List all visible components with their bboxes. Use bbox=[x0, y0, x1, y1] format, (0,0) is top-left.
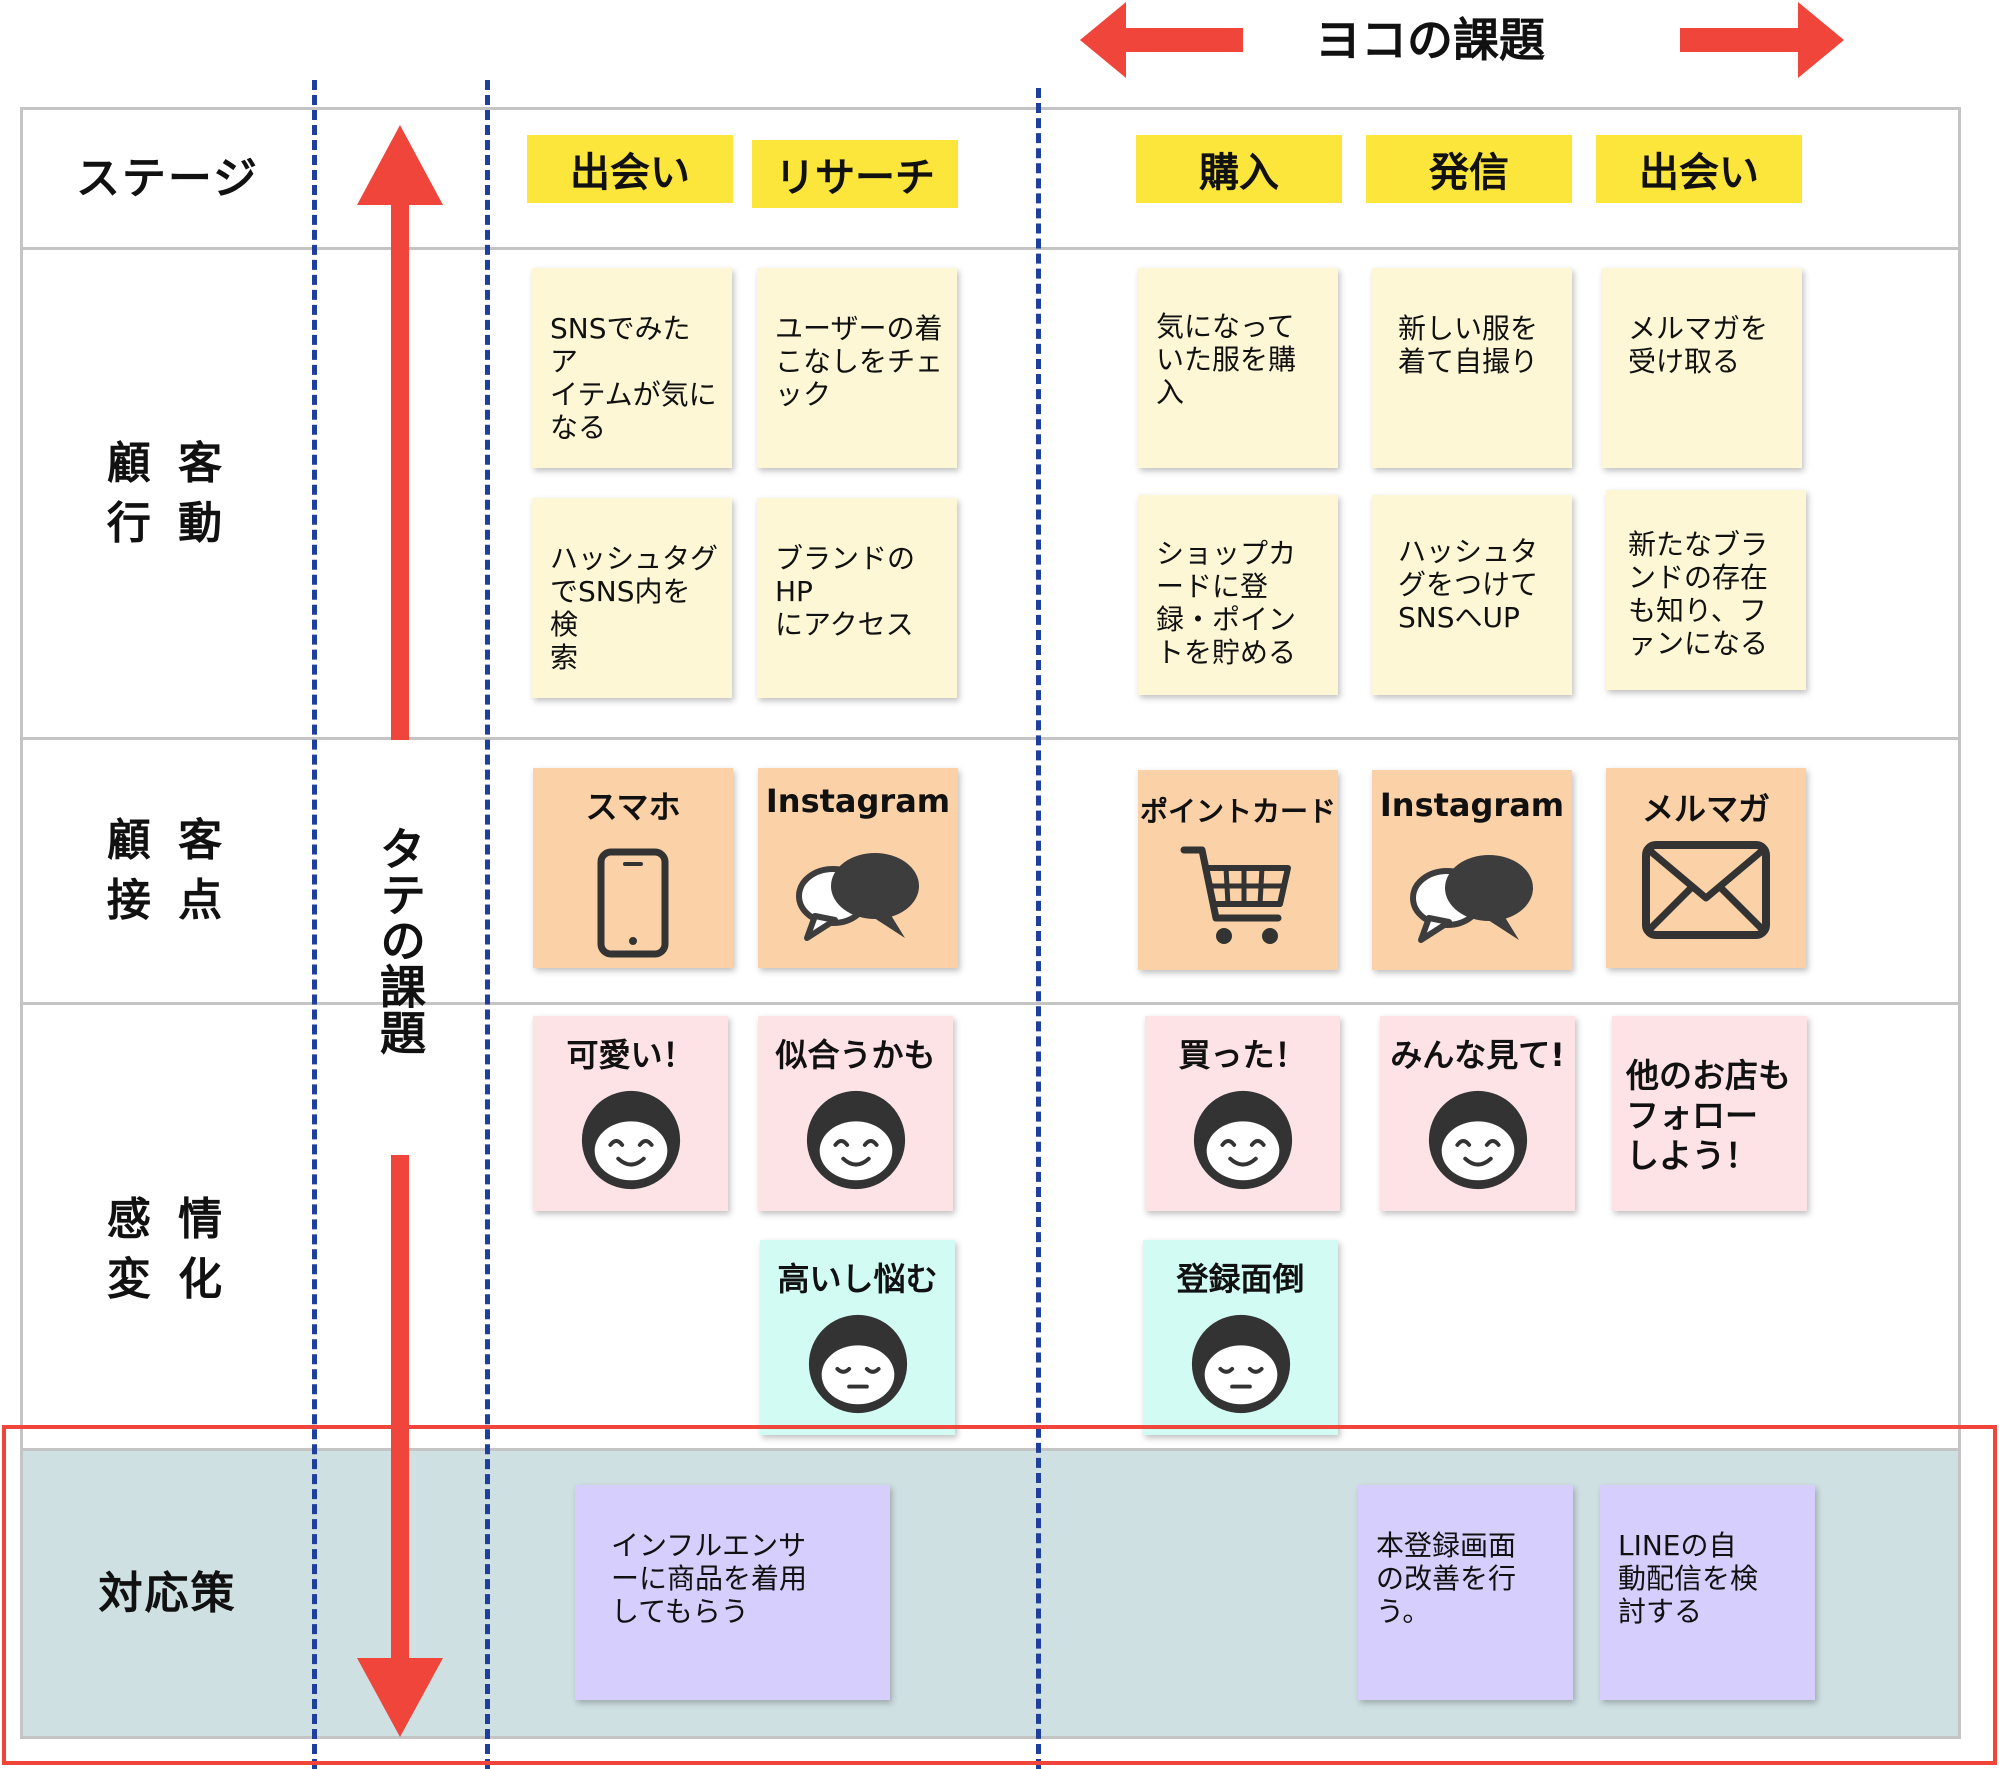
row-label-measures: 対応策 bbox=[98, 1567, 237, 1619]
grid-row-divider bbox=[20, 1448, 1961, 1451]
row-label-emotion-change: 感 情 変 化 bbox=[106, 1194, 229, 1305]
row-label-stage: ステージ bbox=[75, 152, 260, 204]
shopping-cart-icon bbox=[1138, 836, 1338, 956]
emotion-note-follow: 他のお店も フォロー しよう！ bbox=[1612, 1016, 1807, 1211]
row-label-customer-behavior: 顧 客 行 動 bbox=[106, 437, 229, 549]
happy-face-icon bbox=[1380, 1086, 1575, 1194]
emotion-note-negative: 登録面倒 bbox=[1143, 1240, 1338, 1435]
touchpoint-label: Instagram bbox=[1379, 786, 1565, 824]
measure-note: 本登録画面 の改善を行 う。 bbox=[1358, 1485, 1573, 1700]
behavior-note: ハッシュタ グをつけて SNSへUP bbox=[1372, 495, 1572, 695]
emotion-label: 可愛い！ bbox=[566, 1036, 695, 1074]
grid-row-divider bbox=[20, 247, 1961, 250]
grid-right-border bbox=[1958, 107, 1961, 1739]
vertical-issue-label: タテの課題 bbox=[373, 825, 427, 1055]
grid-top-border bbox=[20, 107, 1961, 110]
behavior-note: 新たなブラ ンドの存在 も知り、フ ァンになる bbox=[1606, 490, 1806, 690]
stage-encounter-2: 出会い bbox=[1596, 135, 1802, 203]
emotion-label: 登録面倒 bbox=[1176, 1260, 1305, 1298]
stage-share: 発信 bbox=[1366, 135, 1572, 203]
touchpoint-label: ポイントカード bbox=[1139, 795, 1336, 828]
emotion-label: 買った！ bbox=[1178, 1036, 1307, 1074]
horizontal-arrow-right bbox=[1680, 2, 1844, 78]
emotion-note-negative: 高いし悩む bbox=[760, 1240, 955, 1435]
grid-bottom-border bbox=[20, 1736, 1961, 1739]
sleepy-face-icon bbox=[760, 1310, 955, 1418]
emotion-label: 高いし悩む bbox=[777, 1260, 938, 1298]
touchpoint-note-instagram: Instagram bbox=[758, 768, 958, 968]
grid-row-divider bbox=[20, 1002, 1961, 1005]
measure-note: LINEの自 動配信を検 討する bbox=[1600, 1485, 1815, 1700]
speech-bubbles-icon bbox=[1372, 848, 1572, 948]
happy-face-icon bbox=[758, 1086, 953, 1194]
dashed-divider-center bbox=[485, 80, 490, 1769]
vertical-arrow bbox=[357, 125, 443, 1737]
emotion-label: みんな見て! bbox=[1390, 1036, 1565, 1074]
behavior-note: SNSでみたア イテムが気に なる bbox=[532, 268, 732, 468]
touchpoint-label: スマホ bbox=[585, 788, 681, 826]
dashed-divider-left bbox=[312, 80, 317, 1769]
stage-encounter: 出会い bbox=[527, 135, 733, 203]
behavior-note: ハッシュタグ でSNS内を検 索 bbox=[532, 498, 732, 698]
row-label-customer-touchpoint: 顧 客 接 点 bbox=[106, 815, 229, 926]
happy-face-icon bbox=[1145, 1086, 1340, 1194]
smartphone-icon bbox=[533, 848, 733, 958]
behavior-note: 新しい服を 着て自撮り bbox=[1372, 268, 1572, 468]
horizontal-issue-label: ヨコの課題 bbox=[1315, 13, 1545, 67]
sleepy-face-icon bbox=[1143, 1310, 1338, 1418]
envelope-icon bbox=[1606, 840, 1806, 940]
emotion-label: 似合うかも bbox=[775, 1036, 936, 1074]
touchpoint-note-instagram-2: Instagram bbox=[1372, 770, 1572, 970]
emotion-note-positive: みんな見て! bbox=[1380, 1016, 1575, 1211]
behavior-note: ショップカ ードに登 録・ポイン トを貯める bbox=[1138, 495, 1338, 695]
behavior-note: ブランドのHP にアクセス bbox=[757, 498, 957, 698]
behavior-note: メルマガを 受け取る bbox=[1602, 268, 1802, 468]
emotion-note-positive: 可愛い！ bbox=[533, 1016, 728, 1211]
dashed-divider-right bbox=[1036, 88, 1041, 1769]
touchpoint-label: Instagram bbox=[765, 782, 951, 820]
touchpoint-note-point-card: ポイントカード bbox=[1138, 770, 1338, 970]
stage-research: リサーチ bbox=[752, 140, 958, 208]
behavior-note: 気になって いた服を購 入 bbox=[1138, 268, 1338, 468]
grid-row-divider bbox=[20, 737, 1961, 740]
touchpoint-note-newsletter: メルマガ bbox=[1606, 768, 1806, 968]
touchpoint-note-smartphone: スマホ bbox=[533, 768, 733, 968]
stage-purchase: 購入 bbox=[1136, 135, 1342, 203]
touchpoint-label: メルマガ bbox=[1641, 790, 1770, 828]
horizontal-arrow-left bbox=[1080, 2, 1243, 78]
emotion-note-positive: 似合うかも bbox=[758, 1016, 953, 1211]
measures-highlight-frame bbox=[2, 1425, 1997, 1765]
behavior-note: ユーザーの着 こなしをチェ ック bbox=[757, 268, 957, 468]
speech-bubbles-icon bbox=[758, 846, 958, 946]
grid-left-border bbox=[20, 107, 23, 1739]
measure-note: インフルエンサ ーに商品を着用 してもらう bbox=[575, 1485, 890, 1700]
happy-face-icon bbox=[533, 1086, 728, 1194]
emotion-note-positive: 買った！ bbox=[1145, 1016, 1340, 1211]
